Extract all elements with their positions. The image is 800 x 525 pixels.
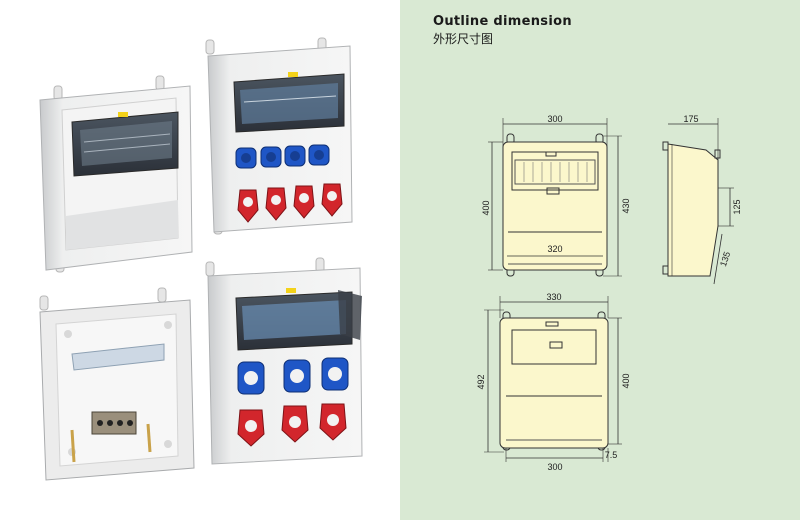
outline-dimension-panel: 300 320 400 430 175 125 135 <box>400 0 800 520</box>
top-right-height-label: 430 <box>621 198 631 213</box>
top-inner-width-label: 320 <box>547 244 562 254</box>
side-view <box>662 118 734 285</box>
bottom-offset-label: 7.5 <box>605 450 618 460</box>
product-photos <box>0 0 400 520</box>
top-left-height-label: 400 <box>481 200 491 215</box>
bottom-width-label: 300 <box>547 462 562 472</box>
bottom-left-height-label: 492 <box>476 374 486 389</box>
bottom-front-view <box>484 296 622 462</box>
product-photos-illustration <box>39 37 363 481</box>
section-title: Outline dimension <box>433 14 572 29</box>
socket-box-3-3-photo <box>205 257 363 465</box>
top-width-label: 300 <box>547 114 562 124</box>
bottom-top-width-label: 330 <box>546 292 561 302</box>
section-subtitle: 外形尺寸图 <box>433 32 494 46</box>
dimension-drawings: 300 320 400 430 175 125 135 <box>400 0 800 520</box>
open-enclosure-photo <box>39 287 195 481</box>
side-height-label: 125 <box>732 199 742 214</box>
side-depth-label: 175 <box>683 114 698 124</box>
socket-box-4-4-photo <box>205 37 353 235</box>
bottom-right-height-label: 400 <box>621 373 631 388</box>
top-front-view <box>488 118 622 277</box>
side-angle-label: 135 <box>718 250 732 267</box>
enclosure-with-window-photo <box>39 75 193 273</box>
